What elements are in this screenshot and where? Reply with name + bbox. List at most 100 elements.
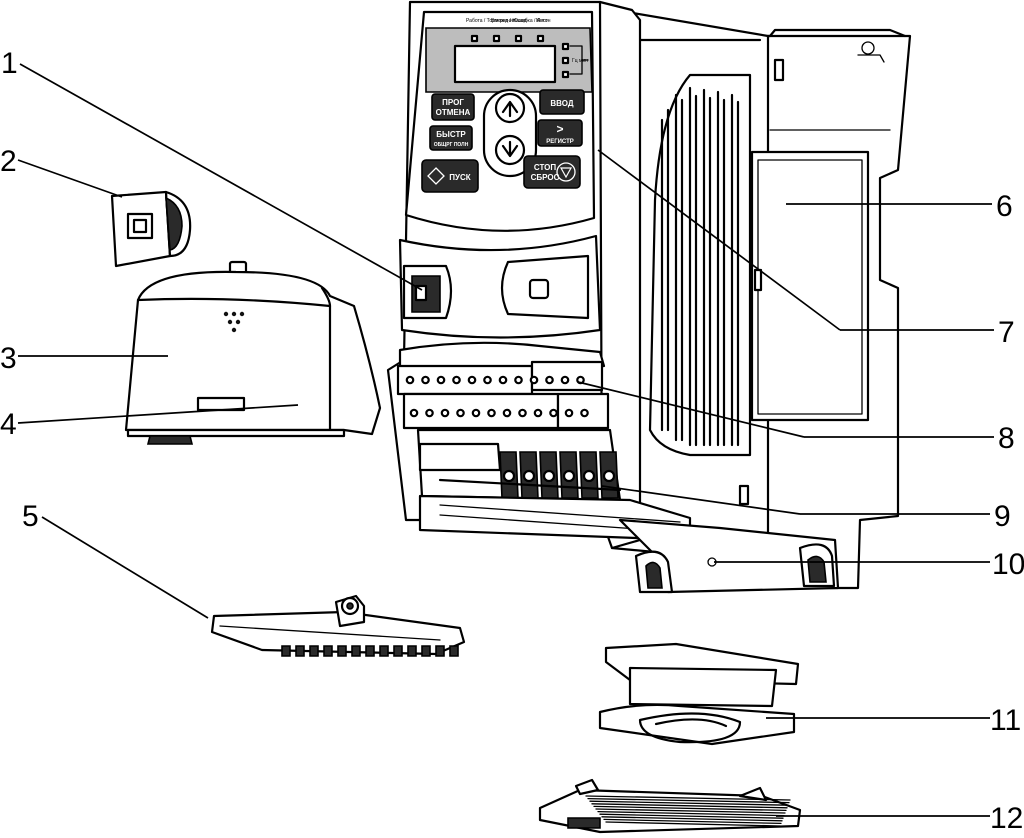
- run-key-label: ПУСК: [449, 173, 471, 182]
- stop-circle-icon: [556, 162, 576, 182]
- leader-line-2: [17, 159, 123, 198]
- stop-reset-key[interactable]: [523, 155, 581, 189]
- indicator-label: Работа / Торможение: [466, 18, 516, 24]
- terminal-screw: [502, 408, 512, 418]
- board-pin: [435, 645, 445, 657]
- terminal-screw: [549, 408, 558, 418]
- fast-key-label-2: ОБЩРГ ПОЛН: [434, 142, 469, 148]
- terminal-screw: [487, 408, 496, 418]
- indicator-led: [492, 34, 501, 43]
- shift-key-label: РЕГИСТР: [546, 139, 574, 145]
- board-pin: [295, 645, 305, 657]
- board-pin: [365, 645, 375, 657]
- grille-slat: [597, 810, 785, 817]
- grille-slat: [603, 818, 782, 825]
- power-terminal-screw: [502, 469, 516, 483]
- enter-key-label: ВВОД: [550, 99, 573, 108]
- terminal-board: [210, 594, 466, 657]
- terminal-screw: [471, 408, 481, 418]
- board-pin: [309, 645, 319, 657]
- board-pin: [323, 645, 333, 657]
- unit-label: Гц мин: [572, 58, 588, 64]
- callout-number: 12: [990, 802, 1023, 835]
- keypad-panel: Работа / Торможение Вперед / Назад Ошибк…: [404, 10, 596, 232]
- leader-line-1: [19, 63, 423, 291]
- terminal-screw: [580, 408, 589, 418]
- terminal-screw: [436, 375, 446, 385]
- indicator-label: Местн: [536, 18, 551, 24]
- terminal-screw: [529, 375, 539, 385]
- terminal-screw: [467, 375, 477, 385]
- prog-cancel-key[interactable]: [431, 93, 475, 121]
- terminal-screw: [560, 375, 570, 385]
- terminal-screw: [405, 375, 415, 385]
- grille-slat: [587, 797, 790, 804]
- fan-grille: [538, 778, 802, 834]
- callout-number: 1: [1, 47, 18, 80]
- terminal-screw: [533, 408, 543, 418]
- terminal-screw: [409, 408, 419, 418]
- prog-key-label: ПРОГ: [442, 98, 464, 107]
- callout-number: 10: [992, 548, 1024, 581]
- grille-slat: [595, 808, 786, 814]
- run-diamond-icon: [427, 167, 445, 185]
- terminal-screw: [456, 408, 465, 418]
- communication-port: [398, 234, 602, 339]
- leader-line-8a: [577, 381, 805, 438]
- status-led-window: [528, 278, 550, 300]
- terminal-screw: [564, 408, 574, 418]
- callout-number: 4: [0, 408, 17, 441]
- port-cap: [110, 190, 192, 268]
- board-pin: [421, 645, 431, 657]
- callout-numbers: 1 2 3 4 5 6 7 8 9 10 11 12: [0, 47, 1024, 835]
- indicator-led: [536, 34, 545, 43]
- grille-slat: [601, 816, 783, 822]
- indicator-label: Вперед / Назад: [491, 18, 527, 24]
- power-terminal-screw: [562, 469, 576, 483]
- board-pin: [337, 645, 347, 657]
- terminal-screw: [452, 375, 461, 385]
- power-terminal-screw: [542, 469, 556, 483]
- leader-line-5: [41, 516, 209, 619]
- board-pin: [449, 645, 459, 657]
- shift-key[interactable]: [537, 119, 583, 147]
- board-pin: [351, 645, 361, 657]
- stop-key-label: СТОП: [534, 163, 556, 172]
- shift-key-symbol: >: [556, 122, 563, 136]
- grille-slat: [593, 805, 787, 812]
- board-pin: [393, 645, 403, 657]
- board-pin: [281, 645, 291, 657]
- control-terminals: [396, 341, 610, 430]
- terminal-screw: [545, 375, 554, 385]
- terminal-screw: [440, 408, 450, 418]
- terminal-screw: [514, 375, 523, 385]
- terminal-screw: [421, 375, 430, 385]
- callout-number: 7: [998, 316, 1015, 349]
- grille-slat: [605, 821, 781, 827]
- power-terminal-screw: [602, 469, 616, 483]
- fast-key[interactable]: [429, 125, 473, 151]
- power-terminal-screw: [582, 469, 596, 483]
- fast-key-label: БЫСТР: [436, 130, 466, 139]
- terminal-screw: [498, 375, 508, 385]
- rating-plate: [738, 41, 885, 506]
- ventilation-slots: [648, 73, 752, 457]
- board-pin: [379, 645, 389, 657]
- leader-line-7a: [597, 149, 841, 331]
- callout-number: 2: [0, 145, 17, 178]
- callout-number: 6: [996, 190, 1013, 223]
- callout-number: 8: [998, 422, 1015, 455]
- board-pin: [407, 645, 417, 657]
- terminal-screw: [425, 408, 434, 418]
- mounting-bracket: [618, 518, 840, 594]
- indicator-label: Ошибка / Авто: [514, 18, 548, 24]
- power-terminal-screw: [522, 469, 536, 483]
- terminal-screw: [483, 375, 492, 385]
- callout-number: 5: [22, 500, 39, 533]
- leader-line-4: [17, 404, 299, 424]
- leader-lines: [17, 63, 994, 817]
- grille-slat: [599, 813, 784, 819]
- callout-number: 3: [0, 342, 17, 375]
- enter-key[interactable]: [539, 89, 585, 115]
